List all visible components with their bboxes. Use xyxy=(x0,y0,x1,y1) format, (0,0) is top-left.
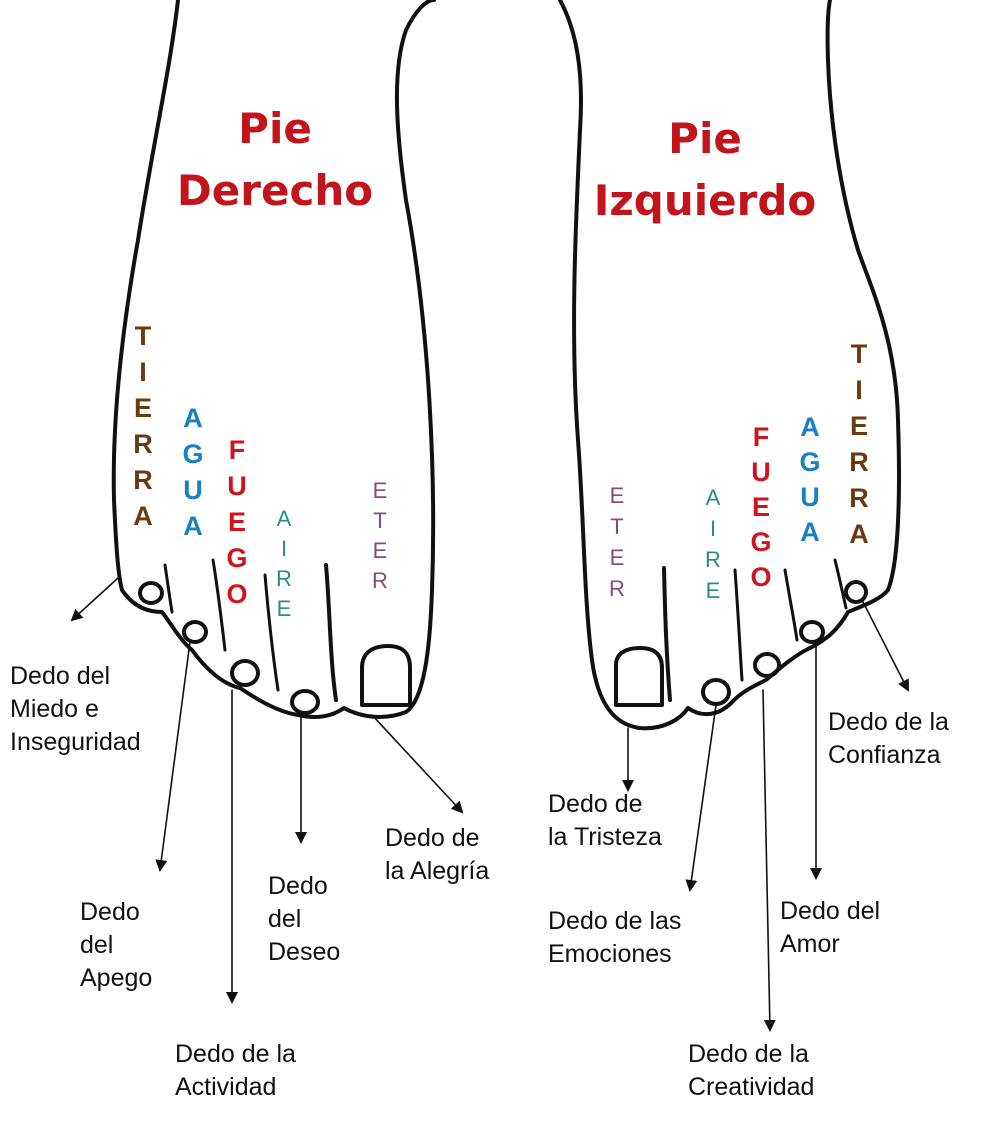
left-nail-2 xyxy=(701,678,731,706)
left-toe-gap-3 xyxy=(783,568,799,642)
arrow-alegria xyxy=(371,714,464,814)
label-amor: Dedo del Amor xyxy=(780,897,881,958)
label-tristeza: Dedo de la Tristeza xyxy=(548,790,662,851)
label-emociones: Dedo de las Emociones xyxy=(548,907,682,968)
label-apego: Dedo del Apego xyxy=(80,898,153,992)
label-confianza: Dedo de la Confianza xyxy=(828,708,949,769)
left-nail-3 xyxy=(753,652,781,678)
right-toe-gap-1 xyxy=(163,563,174,614)
title-left-foot: Pie Izquierdo xyxy=(593,114,817,225)
left-nail-big xyxy=(614,646,664,707)
right-nail-4 xyxy=(182,620,208,644)
right-toe-gap-4 xyxy=(324,563,338,702)
arrow-emociones xyxy=(685,704,717,892)
left-toe-gap-1 xyxy=(662,566,672,702)
title-right-foot: Pie Derecho xyxy=(176,104,374,215)
label-deseo: Dedo del Deseo xyxy=(268,872,341,966)
left-toe-gap-4 xyxy=(833,558,848,610)
left-nail-small xyxy=(844,580,868,604)
label-creatividad: Dedo de la Creatividad xyxy=(688,1040,815,1101)
label-alegria: Dedo de la Alegría xyxy=(385,824,490,885)
arrow-creatividad xyxy=(762,689,776,1032)
right-toe-gap-3 xyxy=(263,573,280,692)
left-nail-4 xyxy=(799,620,825,644)
right-toe-gap-2 xyxy=(211,558,227,652)
label-miedo: Dedo del Miedo e Inseguridad xyxy=(10,662,141,756)
right-nail-3 xyxy=(230,659,260,687)
left-toe-gap-2 xyxy=(733,568,744,682)
arrow-confianza xyxy=(861,599,909,692)
right-nail-2 xyxy=(290,689,320,715)
right-nail-small xyxy=(138,581,164,605)
right-nail-big xyxy=(360,644,412,707)
arrow-apego xyxy=(155,641,191,872)
left-foot-outline xyxy=(558,0,901,731)
right-foot-outline xyxy=(111,0,436,719)
label-actividad: Dedo de la Actividad xyxy=(175,1040,296,1101)
arrow-miedo xyxy=(70,577,119,622)
